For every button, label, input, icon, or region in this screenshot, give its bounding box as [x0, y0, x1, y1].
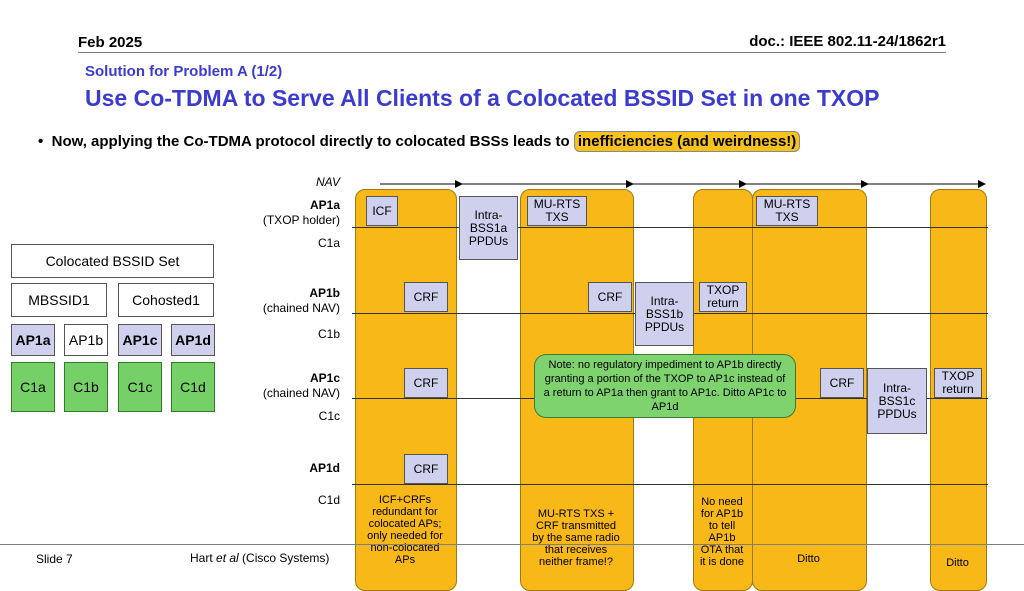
footer-author-name: Hart — [190, 551, 213, 565]
row-label-ap1c: AP1c (chained NAV) — [250, 371, 340, 401]
timeline-ap1d — [352, 484, 988, 485]
regulatory-note: Note: no regulatory impediment to AP1b d… — [534, 354, 796, 418]
column-note-2: MU-RTS TXS + CRF transmitted by the same… — [532, 508, 620, 568]
slide-title: Use Co-TDMA to Serve All Clients of a Co… — [85, 85, 880, 111]
footer-author: Hart et al (Cisco Systems) — [190, 551, 329, 565]
header-divider — [78, 52, 946, 53]
header-doc-id: doc.: IEEE 802.11-24/1862r1 — [749, 33, 946, 50]
ap1c-role: (chained NAV) — [262, 386, 340, 400]
mbssid-box: MBSSID1 — [11, 283, 107, 317]
ap-box-ap1b: AP1b — [64, 324, 108, 356]
row-label-ap1d: AP1d — [309, 461, 340, 475]
column-note-1: ICF+CRFs redundant for colocated APs; on… — [367, 494, 443, 566]
row-label-c1a: C1a — [317, 236, 340, 250]
client-box-c1a: C1a — [11, 362, 55, 412]
footer-org: (Cisco Systems) — [238, 551, 330, 565]
column-note-3: No need for AP1b to tell AP1b OTA that i… — [699, 496, 745, 568]
frame-intra-bss1a: Intra- BSS1a PPDUs — [459, 196, 518, 260]
frame-txop-return-1: TXOP return — [699, 282, 747, 312]
nav-arrows — [380, 180, 986, 188]
row-label-c1d: C1d — [317, 493, 340, 507]
frame-crf-ap1b-1: CRF — [404, 282, 448, 312]
row-label-c1c: C1c — [318, 409, 340, 423]
frame-crf-ap1b-2: CRF — [588, 282, 632, 312]
frame-intra-bss1c: Intra- BSS1c PPDUs — [867, 368, 927, 434]
bullet-highlight: inefficiencies (and weirdness!) — [573, 131, 801, 152]
frame-murts-2: MU-RTS TXS — [756, 196, 818, 226]
frame-crf-ap1c-1: CRF — [404, 368, 448, 398]
row-label-ap1b: AP1b (chained NAV) — [250, 286, 340, 316]
ap1c-name: AP1c — [309, 371, 340, 385]
frame-icf: ICF — [366, 196, 398, 226]
column-note-5: Ditto — [946, 557, 969, 569]
colocated-bssid-set: Colocated BSSID Set — [11, 244, 214, 278]
row-label-c1b: C1b — [317, 327, 340, 341]
frame-crf-ap1c-2: CRF — [820, 368, 864, 398]
column-note-4: Ditto — [797, 553, 820, 565]
footer-author-etal: et al — [216, 551, 239, 565]
slide-subtitle: Solution for Problem A (1/2) — [85, 63, 283, 80]
frame-txop-return-2: TXOP return — [934, 368, 982, 398]
client-box-c1c: C1c — [118, 362, 162, 412]
ap1b-role: (chained NAV) — [262, 301, 340, 315]
client-box-c1d: C1d — [171, 362, 215, 412]
timeline-ap1a — [352, 227, 988, 228]
cohosted-box: Cohosted1 — [118, 283, 214, 317]
frame-murts-1: MU-RTS TXS — [527, 196, 587, 226]
ap-box-ap1a: AP1a — [11, 324, 55, 356]
bullet-marker: • — [38, 133, 44, 150]
ap1a-name: AP1a — [309, 198, 340, 212]
row-label-ap1a: AP1a (TXOP holder) — [250, 198, 340, 228]
footer-divider — [0, 544, 1024, 545]
frame-crf-ap1d: CRF — [404, 454, 448, 484]
ap1b-name: AP1b — [309, 286, 340, 300]
ap-box-ap1c: AP1c — [118, 324, 162, 356]
client-box-c1b: C1b — [64, 362, 108, 412]
ap-box-ap1d: AP1d — [171, 324, 215, 356]
frame-intra-bss1b: Intra- BSS1b PPDUs — [635, 282, 694, 346]
bullet-point: • Now, applying the Co-TDMA protocol dir… — [38, 131, 801, 152]
header-date: Feb 2025 — [78, 34, 143, 51]
row-label-nav: NAV — [315, 175, 340, 189]
ap1a-role: (TXOP holder) — [262, 213, 340, 227]
footer-slide-number: Slide 7 — [36, 552, 73, 566]
bullet-text: Now, applying the Co-TDMA protocol direc… — [51, 133, 570, 150]
